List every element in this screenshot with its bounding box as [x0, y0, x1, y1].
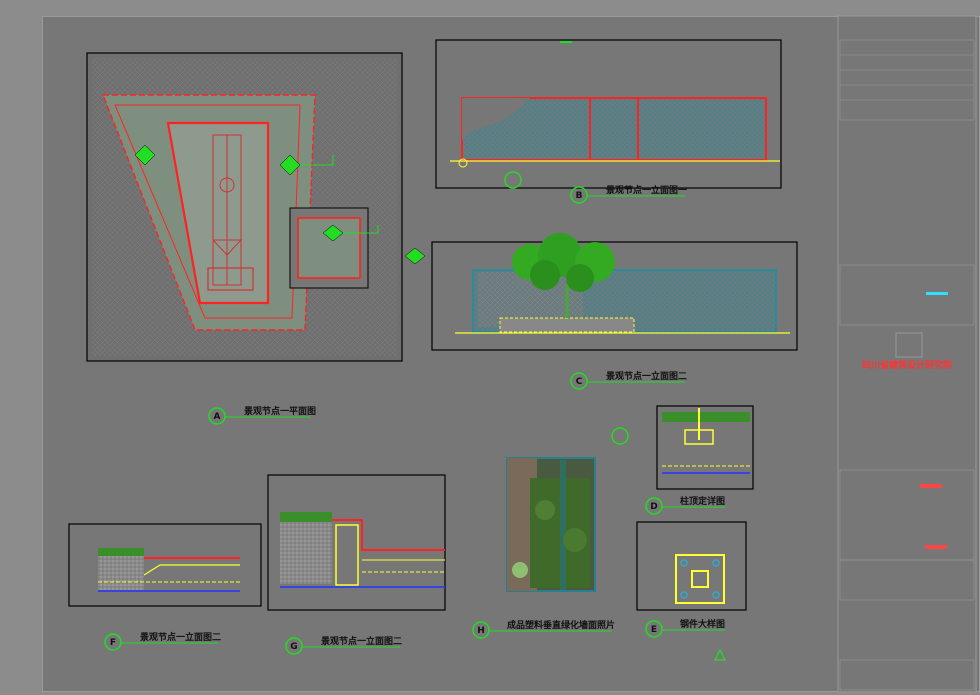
- green-wall-photo: [506, 457, 596, 592]
- label-elev-c: 景观节点一立面图二: [606, 370, 687, 382]
- label-photo-h: 成品塑料垂直绿化墙面照片: [507, 619, 615, 631]
- elevation-c: [431, 233, 798, 351]
- detail-d: [656, 405, 754, 490]
- tag-c: C: [576, 377, 583, 387]
- label-detail-e: 钢件大样图: [680, 618, 725, 630]
- detail-e: [636, 521, 747, 611]
- label-b-group: B 景观节点一立面图一: [570, 184, 687, 204]
- label-e-group: E 钢件大样图: [645, 618, 725, 638]
- label-elev-b: 景观节点一立面图一: [606, 184, 687, 196]
- label-plan-a: 景观节点一平面图: [244, 405, 316, 417]
- tag-markers: [504, 171, 726, 661]
- label-detail-d: 柱顶定详图: [680, 495, 725, 507]
- label-d-group: D 柱顶定详图: [645, 495, 725, 515]
- tree-canopy: [512, 233, 615, 292]
- elevation-b: [435, 39, 782, 189]
- tag-h: H: [477, 626, 485, 636]
- tag-d: D: [650, 502, 657, 512]
- tag-g: G: [290, 642, 297, 652]
- label-f-group: F 景观节点一立面图二: [104, 631, 221, 651]
- label-section-g: 景观节点一立面图二: [321, 635, 402, 647]
- title-block: [837, 15, 977, 693]
- label-h-group: H 成品塑料垂直绿化墙面照片: [472, 619, 615, 639]
- tag-b: B: [576, 191, 583, 201]
- tag-e: E: [651, 625, 657, 635]
- tag-f: F: [110, 638, 116, 648]
- label-a-group: A 景观节点一平面图: [208, 405, 316, 425]
- section-g: [267, 474, 446, 611]
- label-section-f: 景观节点一立面图二: [140, 631, 221, 643]
- label-c-group: C 景观节点一立面图二: [570, 370, 687, 390]
- tag-a: A: [214, 412, 221, 422]
- plan-view-a: [86, 52, 426, 362]
- section-f: [68, 523, 262, 607]
- company-name: 四川省建筑设计研究院: [862, 359, 952, 371]
- label-g-group: G 景观节点一立面图二: [285, 635, 402, 655]
